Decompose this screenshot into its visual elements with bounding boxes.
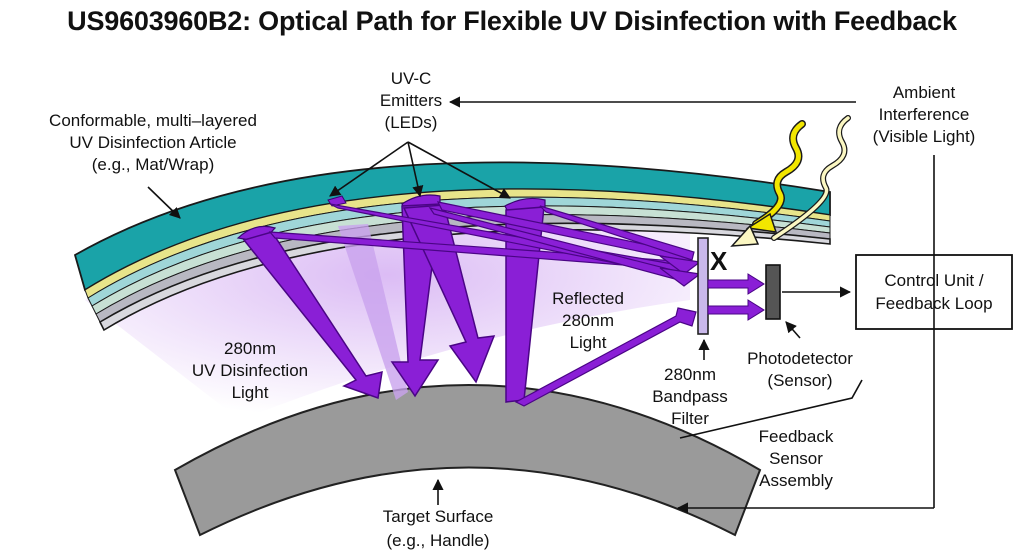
label-photodetector-line2: (Sensor) bbox=[767, 371, 832, 390]
label-article: Conformable, multi–layered UV Disinfecti… bbox=[49, 111, 257, 174]
bandpass-filter bbox=[697, 237, 709, 335]
label-feedback-assembly: Feedback Sensor Assembly bbox=[759, 427, 834, 490]
label-feedback-line1: Feedback bbox=[759, 427, 834, 446]
label-target-line1: Target Surface bbox=[383, 507, 494, 526]
reflected-uv-beam bbox=[514, 307, 697, 407]
label-article-line2: UV Disinfection Article bbox=[69, 133, 236, 152]
uv-beam-faint bbox=[338, 224, 408, 400]
target-surface bbox=[173, 384, 762, 537]
label-filter-line1: 280nm bbox=[664, 365, 716, 384]
filtered-beams bbox=[707, 273, 765, 321]
label-article-line3: (e.g., Mat/Wrap) bbox=[92, 155, 215, 174]
label-emitters-line1: UV-C bbox=[391, 69, 432, 88]
label-reflected-line3: Light bbox=[570, 333, 607, 352]
label-ambient: Ambient Interference (Visible Light) bbox=[873, 83, 976, 146]
label-reflected-line1: Reflected bbox=[552, 289, 624, 308]
label-photodetector: Photodetector (Sensor) bbox=[747, 349, 853, 390]
label-photodetector-line1: Photodetector bbox=[747, 349, 853, 368]
label-ambient-line3: (Visible Light) bbox=[873, 127, 976, 146]
label-emitters-line2: Emitters bbox=[380, 91, 442, 110]
label-feedback-line2: Sensor bbox=[769, 449, 823, 468]
label-ambient-line2: Interference bbox=[879, 105, 970, 124]
label-uv-light: 280nm UV Disinfection Light bbox=[192, 339, 308, 402]
label-emitters: UV-C Emitters (LEDs) bbox=[380, 69, 442, 132]
ambient-visible-light bbox=[730, 115, 851, 247]
label-uv-light-line3: Light bbox=[232, 383, 269, 402]
label-filter-line3: Filter bbox=[671, 409, 709, 428]
blocked-mark: X bbox=[710, 246, 728, 276]
label-control-unit-line2: Feedback Loop bbox=[875, 294, 992, 313]
uv-beam bbox=[242, 231, 383, 400]
label-reflected: Reflected 280nm Light bbox=[552, 289, 624, 352]
label-filter-line2: Bandpass bbox=[652, 387, 728, 406]
label-target: Target Surface (e.g., Handle) bbox=[383, 507, 494, 550]
label-emitters-line3: (LEDs) bbox=[385, 113, 438, 132]
label-uv-light-line2: UV Disinfection bbox=[192, 361, 308, 380]
led-emitter-1 bbox=[236, 225, 277, 243]
uv-beams-to-filter bbox=[268, 201, 702, 287]
label-article-line1: Conformable, multi–layered bbox=[49, 111, 257, 130]
label-target-line2: (e.g., Handle) bbox=[387, 531, 490, 550]
diagram-title: US9603960B2: Optical Path for Flexible U… bbox=[67, 6, 957, 36]
label-control-unit: Control Unit / Feedback Loop bbox=[875, 271, 992, 313]
label-filter: 280nm Bandpass Filter bbox=[652, 365, 728, 428]
annotation-arrows bbox=[147, 96, 935, 514]
label-control-unit-line1: Control Unit / bbox=[884, 271, 983, 290]
label-ambient-line1: Ambient bbox=[893, 83, 956, 102]
photodetector bbox=[765, 264, 781, 320]
label-uv-light-line1: 280nm bbox=[224, 339, 276, 358]
label-reflected-line2: 280nm bbox=[562, 311, 614, 330]
label-feedback-line3: Assembly bbox=[759, 471, 833, 490]
